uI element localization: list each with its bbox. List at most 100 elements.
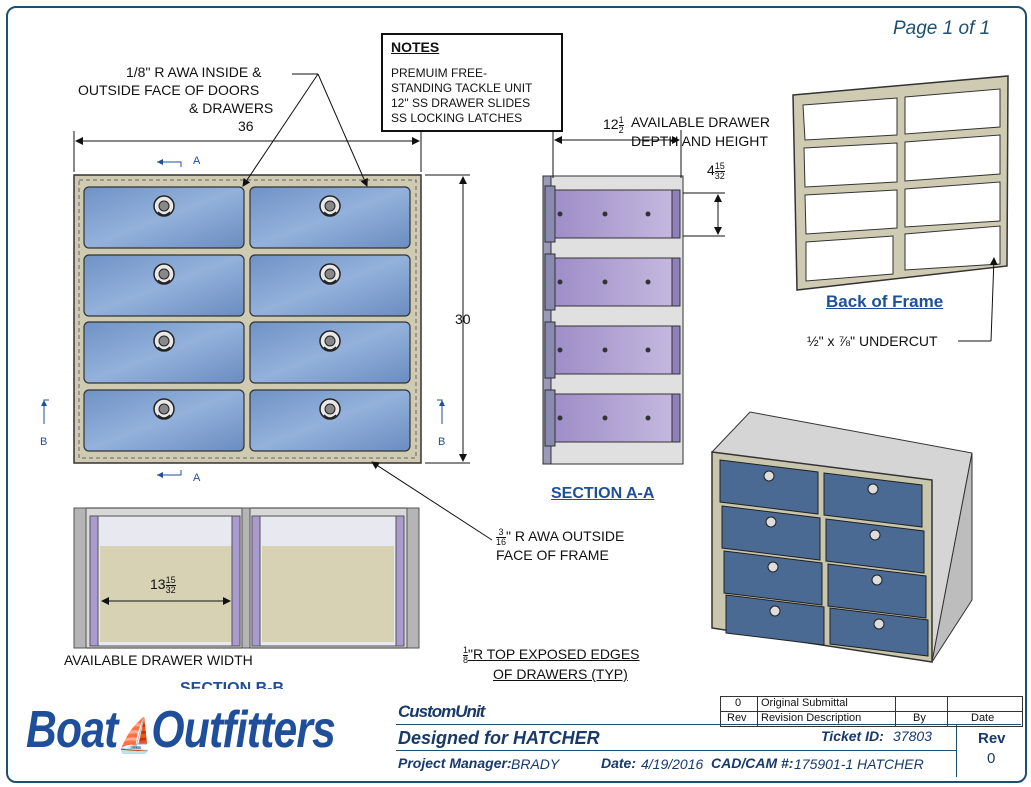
brand-logo: Boat⛵Outfitters [26,700,336,760]
awa-callout-line-1: 1/8" R AWA INSIDE & [126,64,262,80]
back-frame-opening [802,97,898,141]
latch-icon [867,483,879,495]
drawer-depth-label-1: AVAILABLE DRAWER [631,114,771,130]
frame-awa-line-2: FACE OF FRAME [496,547,609,563]
section-aa-view [542,175,684,465]
awa-callout-line-2: OUTSIDE FACE OF DOORS [78,82,260,98]
notes-line: 12" SS DRAWER SLIDES [391,96,531,110]
notes-line: STANDING TACKLE UNIT [391,81,533,95]
notes-line: SS LOCKING LATCHES [391,111,523,125]
section-drawer [544,321,681,379]
front-drawer [249,389,411,452]
front-drawer [249,186,411,249]
back-frame-opening [904,134,1001,182]
iso-drawer [827,563,927,619]
front-drawer [249,321,411,384]
iso-drawer [825,518,925,574]
back-of-frame-title: Back of Frame [826,292,944,311]
rev-header-date: Date [971,712,995,724]
notes-box: NOTES PREMUIM FREE- STANDING TACKLE UNIT… [381,33,563,132]
available-drawer-width: AVAILABLE DRAWER WIDTH [64,652,253,668]
front-drawer [83,389,245,452]
pm-value: BRADY [511,756,560,772]
back-frame-opening [803,142,898,188]
section-bb-view [73,507,420,649]
section-marker-a-bottom: A [193,472,201,484]
notes-title: NOTES [391,39,440,55]
top-edges-line-2: OF DRAWERS (TYP) [493,666,628,682]
rev-row-description: Original Submittal [761,697,848,709]
front-view [73,174,422,464]
brand-word-2: Outfitters [151,701,336,759]
section-drawer [544,185,681,243]
front-drawer [249,254,411,317]
title-block: Boat⛵Outfitters CustomUnit Designed for … [8,690,1023,777]
rev-header-rev: Rev [727,712,747,724]
back-of-frame-view [792,75,1009,291]
latch-icon [873,618,885,630]
sailboat-icon: ⛵ [117,717,152,755]
title-block-rule-2 [396,750,956,751]
rev-header-by: By [913,712,926,724]
dim-width: 36 [238,118,254,134]
date-label: Date: [601,755,637,771]
section-aa-title: SECTION A-A [551,485,655,502]
cad-value: 175901-1 HATCHER [794,756,924,772]
date-value: 4/19/2016 [641,756,704,772]
title-block-rule-1 [396,724,1021,725]
iso-drawer [823,472,923,528]
rev-header-desc: Revision Description [761,712,862,724]
rev-row-number: 0 [735,697,742,709]
rev-label: Rev [978,730,1006,747]
iso-drawer [829,607,929,657]
undercut-label: ½" x ⅞" UNDERCUT [807,333,938,349]
cad-label: CAD/CAM #: [711,755,794,771]
section-marker-b-right: B [438,436,446,448]
back-frame-opening [904,225,1001,271]
section-bb-title: SECTION B-B [180,680,284,689]
dim-height: 30 [455,311,471,327]
latch-icon [765,516,777,528]
front-drawer [83,254,245,317]
awa-callout-line-3: & DRAWERS [189,100,274,116]
latch-icon [871,574,883,586]
ticket-value: 37803 [893,728,932,744]
ticket-label: Ticket ID: [821,728,884,744]
section-marker-b-left: B [40,436,48,448]
back-frame-opening [804,189,898,235]
custom-unit-label: CustomUnit [398,702,485,721]
iso-drawer [723,550,823,606]
latch-icon [769,605,781,617]
back-frame-opening [904,181,1001,228]
front-drawer [83,321,245,384]
latch-icon [763,470,775,482]
page-label: Page 1 of 1 [893,18,991,39]
pm-label: Project Manager: [398,755,512,771]
brand-word-1: Boat [26,701,118,759]
revision-table: 0 Original Submittal Rev Revision Descri… [720,696,1023,727]
latch-icon [767,561,779,573]
front-drawer [83,186,245,249]
iso-drawer [721,505,821,561]
drawer-depth-label-2: DEPTH AND HEIGHT [631,133,768,149]
rev-value: 0 [987,750,996,767]
back-frame-opening [904,88,1001,135]
iso-drawer [719,459,819,515]
iso-view [711,411,973,663]
title-block-rule-vert [956,724,957,777]
latch-icon [869,529,881,541]
section-drawer [544,389,681,447]
iso-drawer [725,594,825,646]
drawing-sheet [6,6,1027,783]
section-drawer [544,253,681,311]
designed-for: Designed for HATCHER [398,728,600,748]
section-marker-a-top: A [193,155,201,167]
back-frame-opening [805,235,894,282]
notes-line: PREMUIM FREE- [391,66,487,80]
